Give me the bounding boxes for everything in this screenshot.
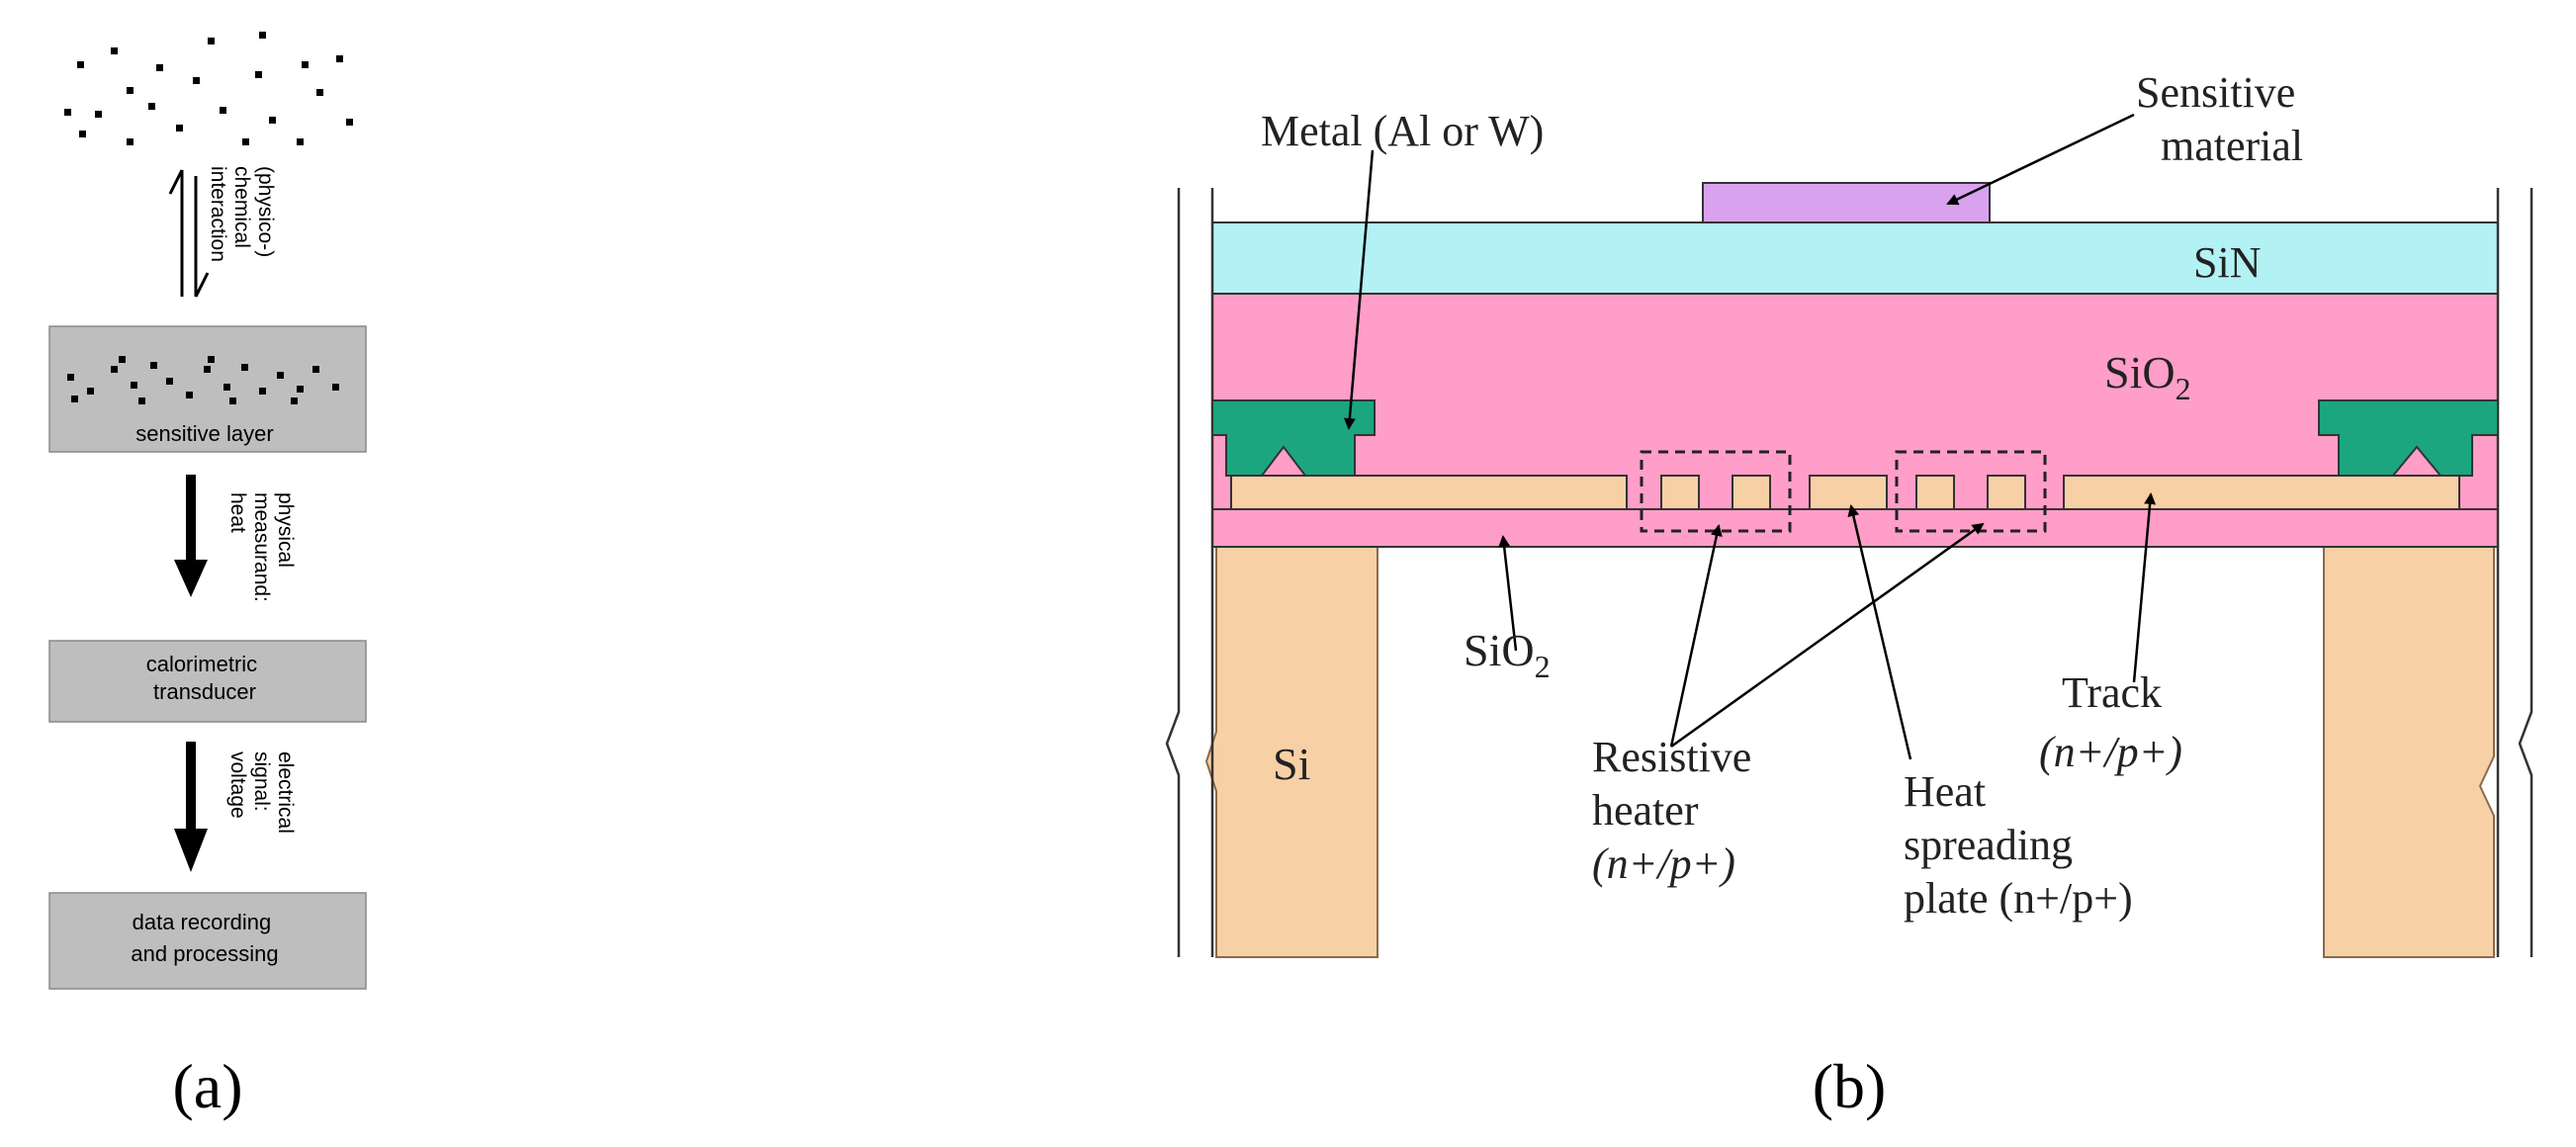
heat-spreading-plate bbox=[1809, 475, 1888, 510]
sensitive-material-block bbox=[1702, 182, 1991, 223]
particle bbox=[297, 386, 304, 393]
si-substrate-right bbox=[2323, 546, 2495, 958]
sio2-top-label: SiO2 bbox=[2104, 347, 2191, 406]
arrow1-label: (physico-) chemical interaction bbox=[207, 166, 277, 263]
metal-contact-left bbox=[1211, 399, 1376, 477]
particle bbox=[277, 372, 284, 379]
particle bbox=[208, 356, 215, 363]
track-left bbox=[1230, 475, 1628, 510]
particle bbox=[241, 364, 248, 371]
particle bbox=[166, 378, 173, 385]
heater-outline-left bbox=[1640, 450, 1792, 533]
particle bbox=[95, 111, 102, 118]
particle bbox=[193, 77, 200, 84]
si-label: Si bbox=[1273, 739, 1310, 789]
particle bbox=[336, 55, 343, 62]
particle bbox=[291, 397, 298, 404]
particle bbox=[87, 388, 94, 395]
heater-finger-2 bbox=[1732, 475, 1771, 510]
particle bbox=[150, 362, 157, 369]
particle bbox=[332, 384, 339, 391]
break-lines bbox=[1165, 188, 2533, 957]
particle bbox=[119, 356, 126, 363]
data-processing-label: data recording and processing bbox=[131, 910, 278, 966]
heater-finger-1 bbox=[1660, 475, 1700, 510]
particle bbox=[111, 47, 118, 54]
sio2-bottom-label: SiO2 bbox=[1464, 625, 1551, 684]
particle bbox=[67, 374, 74, 381]
heater-finger-4 bbox=[1987, 475, 2026, 510]
arrow2-label: physical measurand: heat bbox=[226, 492, 297, 608]
particle bbox=[204, 366, 211, 373]
sensitive-layer-particles bbox=[67, 356, 339, 404]
particle bbox=[229, 397, 236, 404]
analyte-particles bbox=[64, 32, 353, 145]
particle bbox=[208, 38, 215, 44]
sin-layer bbox=[1211, 221, 2499, 295]
sin-label: SiN bbox=[2193, 238, 2261, 287]
reversible-arrow bbox=[168, 169, 210, 298]
particle bbox=[259, 32, 266, 39]
sensitive-layer-box bbox=[48, 325, 367, 453]
particle bbox=[220, 107, 226, 114]
voltage-arrow-head bbox=[174, 829, 208, 872]
heat-arrow-head bbox=[174, 560, 208, 597]
calorimetric-transducer-label: calorimetric transducer bbox=[146, 652, 264, 704]
particle bbox=[269, 117, 276, 124]
particle bbox=[64, 109, 71, 116]
particle bbox=[176, 125, 183, 132]
particle bbox=[312, 366, 319, 373]
particle bbox=[156, 64, 163, 71]
arrow3-label: electrical signal: voltage bbox=[226, 751, 297, 839]
track-label: Track (n+/p+) bbox=[2039, 668, 2182, 776]
particle bbox=[186, 392, 193, 398]
particle bbox=[316, 89, 323, 96]
particle bbox=[77, 61, 84, 68]
particle bbox=[127, 138, 133, 145]
panel-b-label: (b) bbox=[1813, 1051, 1887, 1121]
panel-a-label: (a) bbox=[172, 1051, 242, 1121]
panel-b: Metal (Al or W) Sensitive material SiN S… bbox=[1165, 68, 2533, 1121]
calorimetric-transducer-box bbox=[48, 640, 367, 723]
particle bbox=[302, 61, 309, 68]
particle bbox=[148, 103, 155, 110]
particle bbox=[255, 71, 262, 78]
si-substrate-left bbox=[1204, 546, 1378, 958]
track-right bbox=[2063, 475, 2460, 510]
resistive-heater-label: Resistive heater (n+/p+) bbox=[1592, 733, 1762, 888]
sensitive-layer-label: sensitive layer bbox=[135, 421, 273, 446]
particle bbox=[297, 138, 304, 145]
metal-label: Metal (Al or W) bbox=[1261, 107, 1544, 155]
particle bbox=[131, 382, 137, 389]
particle bbox=[242, 138, 249, 145]
data-processing-box bbox=[48, 892, 367, 990]
particle bbox=[71, 396, 78, 402]
leader-arrows bbox=[1343, 113, 2157, 760]
particle bbox=[259, 388, 266, 395]
metal-contact-right bbox=[2318, 399, 2499, 477]
particle bbox=[223, 384, 230, 391]
particle bbox=[127, 87, 133, 94]
panel-a: (physico-) chemical interaction sensitiv… bbox=[48, 32, 367, 1121]
particle bbox=[346, 119, 353, 126]
heater-finger-3 bbox=[1915, 475, 1955, 510]
particle bbox=[79, 131, 86, 137]
particle bbox=[138, 397, 145, 404]
particle bbox=[111, 366, 118, 373]
sensitive-material-label: Sensitive material bbox=[2136, 68, 2306, 170]
heat-plate-label: Heat spreading plate (n+/p+) bbox=[1904, 767, 2133, 923]
heater-outline-right bbox=[1895, 450, 2047, 533]
